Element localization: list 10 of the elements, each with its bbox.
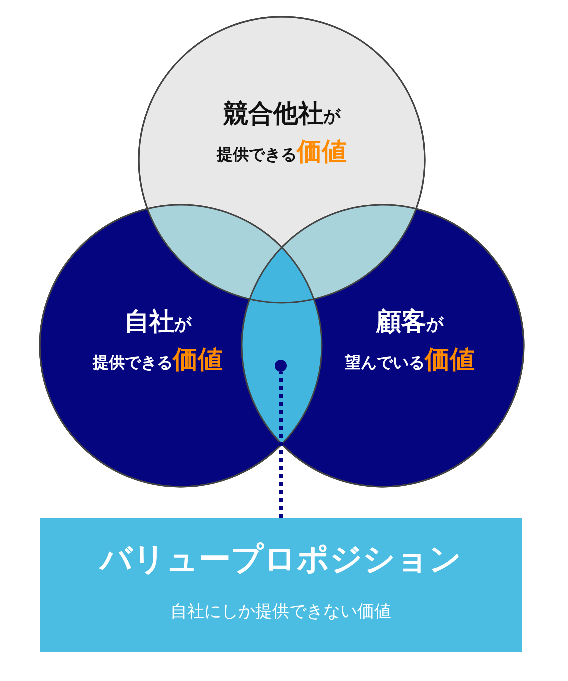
title-text: バリュープロポジション — [100, 539, 462, 580]
heading-text: 自社が — [124, 306, 192, 338]
heading-text: 顧客が — [376, 306, 444, 338]
value-text: 提供できる価値 — [93, 344, 223, 376]
value-text: 望んでいる価値 — [345, 344, 475, 376]
subtitle-text: 自社にしか提供できない価値 — [170, 601, 392, 623]
heading-text: 競合他社が — [224, 98, 340, 130]
leader-line — [279, 372, 283, 518]
value-proposition-panel — [40, 518, 522, 652]
value-text: 提供できる価値 — [217, 136, 347, 168]
